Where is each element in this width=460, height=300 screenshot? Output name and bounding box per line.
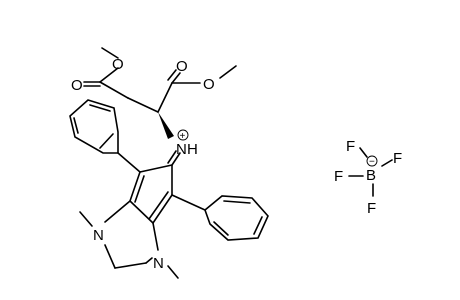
bond-c6-n — [171, 152, 181, 166]
bond-b-f-right — [381, 159, 393, 167]
bond-n4-c4a — [152, 222, 159, 251]
charge-minus-circle — [366, 155, 378, 167]
bond-methyl-o1 — [101, 47, 119, 59]
bond-c6-n-b — [167, 150, 177, 164]
phenyl-2-inner-c — [213, 221, 229, 236]
atom-o-carbonyl-right: O — [176, 58, 188, 75]
bond-calpha-c2 — [157, 82, 173, 113]
bond-c4a-c5-b — [148, 191, 169, 220]
atom-f-bottom: F — [367, 200, 376, 217]
phenyl-1-inner-c — [99, 133, 114, 149]
bond-c7-phenyl1 — [117, 152, 141, 173]
bond-b-f-top — [359, 147, 368, 158]
atom-f-left: F — [334, 168, 343, 185]
atom-h-imine: H — [187, 141, 198, 158]
charge-minus: − — [369, 157, 375, 168]
phenyl-2-inner-a — [223, 200, 251, 204]
charge-plus: + — [180, 131, 186, 142]
bond-o1-c1 — [99, 67, 119, 83]
phenyl-2-inner-b — [253, 216, 263, 235]
bond-ch2a-ch2b — [114, 262, 147, 269]
atom-o-carbonyl-left: O — [71, 77, 83, 94]
atom-f-right: F — [393, 150, 402, 167]
bond-c7a-n1 — [104, 200, 131, 223]
cation-bonds — [69, 47, 269, 279]
bond-c1-ch2 — [99, 81, 129, 99]
phenyl-ring-1 — [69, 99, 119, 154]
bond-c2-o3-a — [171, 72, 181, 84]
charge-plus-circle — [177, 129, 189, 141]
phenyl-1-inner-b — [89, 104, 111, 112]
atom-n-imine: N — [176, 141, 187, 158]
atom-f-top: F — [346, 138, 355, 155]
bond-c5-phenyl2 — [171, 194, 206, 211]
bond-c4a-c5 — [152, 194, 173, 224]
atom-b: B — [366, 167, 376, 184]
atom-labels: O O O O N H + N N B − F F F F — [71, 56, 402, 272]
atom-n4-pyrazine: N — [153, 255, 164, 272]
wedge-calpha-n — [158, 112, 174, 139]
bond-c2-o3-b — [167, 69, 177, 81]
bond-n4-methyl — [167, 265, 179, 279]
atom-o-ester-left: O — [112, 56, 124, 73]
bond-c7a-c4a — [129, 200, 154, 224]
bond-n1-methyl — [79, 211, 93, 227]
bond-c7-c7a-b — [134, 175, 145, 203]
atom-o-ester-right: O — [203, 76, 215, 93]
bond-c7-c7a — [129, 171, 141, 202]
anion-bonds — [348, 147, 393, 197]
bond-n1-ch2a — [104, 244, 116, 269]
bond-c6-c7 — [139, 164, 173, 173]
phenyl-ring-2 — [204, 195, 269, 241]
bond-ch2-calpha — [127, 97, 159, 113]
bond-ch2b-n4 — [145, 257, 153, 264]
bond-o4-methyl — [219, 65, 237, 79]
phenyl-1-inner-a — [73, 117, 79, 134]
atom-n1-pyrazine: N — [93, 227, 104, 244]
